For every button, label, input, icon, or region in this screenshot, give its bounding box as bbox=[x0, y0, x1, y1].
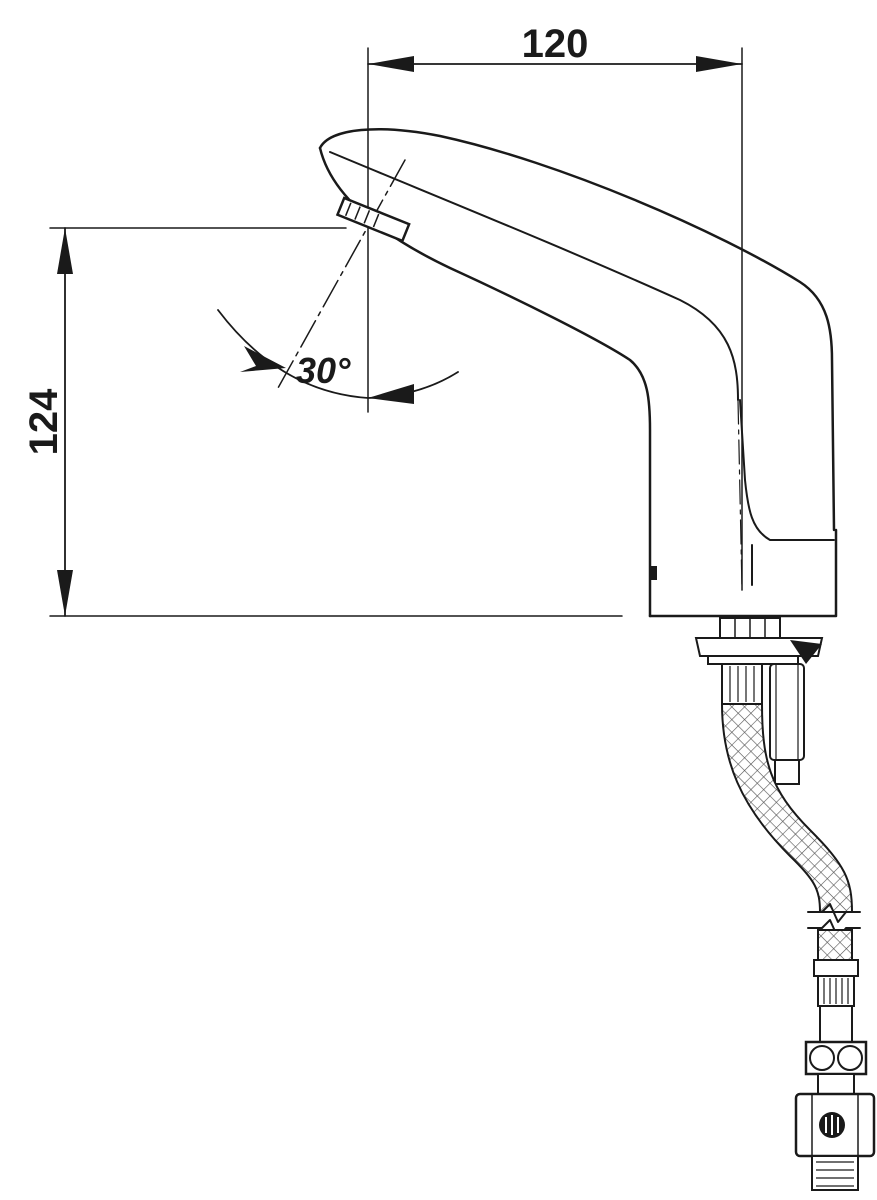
width-label: 120 bbox=[522, 22, 589, 66]
mounting-hardware bbox=[694, 617, 824, 785]
width-dimension: 120 bbox=[367, 22, 743, 591]
faucet-body bbox=[318, 128, 838, 618]
arrow-up-icon bbox=[57, 228, 73, 274]
height-dimension: 124 bbox=[22, 227, 623, 617]
sensor-window bbox=[650, 566, 657, 580]
arrow-left-icon bbox=[368, 56, 414, 72]
angle-label: 30° bbox=[296, 350, 351, 391]
shutoff-valve bbox=[794, 1092, 876, 1191]
arrow-right-icon bbox=[696, 56, 742, 72]
arrow-angle-right-icon bbox=[368, 384, 414, 404]
arrow-angle-left-icon bbox=[240, 346, 286, 372]
angle-dimension: 30° bbox=[217, 159, 459, 404]
braided-hose bbox=[720, 703, 861, 961]
height-label: 124 bbox=[22, 388, 66, 455]
aerator bbox=[335, 196, 411, 243]
arrow-down-icon bbox=[57, 570, 73, 616]
connection-fitting bbox=[804, 959, 868, 1095]
